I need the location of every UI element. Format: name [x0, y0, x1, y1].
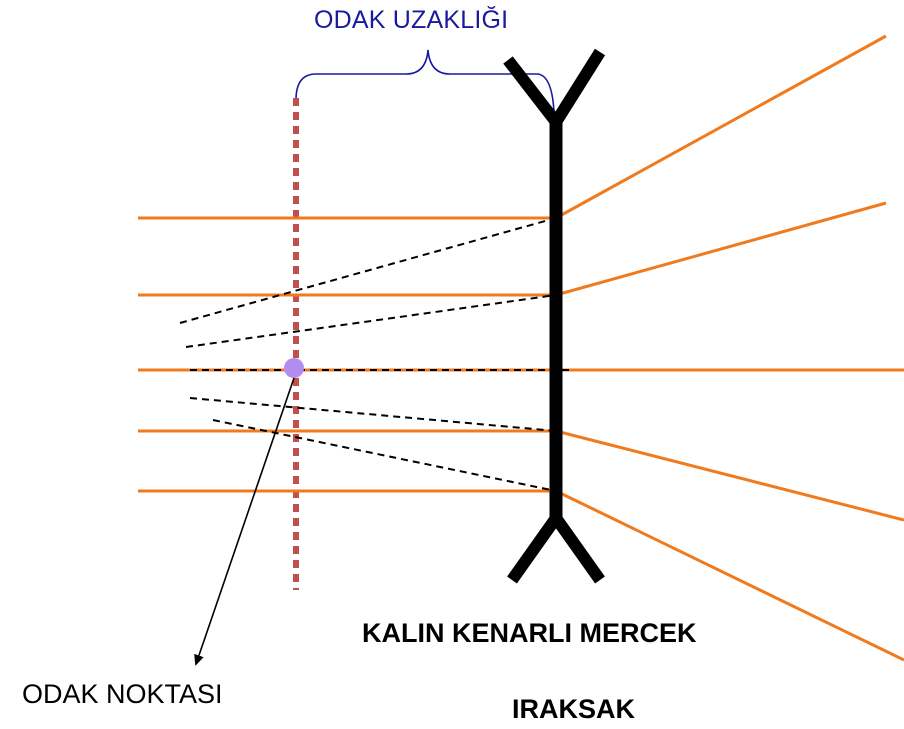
lens-type-label: IRAKSAK [512, 694, 636, 724]
virtual-ray-extensions [179, 217, 570, 492]
focal-point-arrow [194, 377, 295, 666]
virtual-ray-4 [189, 397, 557, 432]
virtual-ray-5 [212, 419, 557, 492]
focal-point-label: ODAK NOKTASI [22, 679, 223, 709]
focal-point-dot [284, 358, 304, 378]
refracted-ray-5 [555, 489, 904, 662]
lens-top-left-arm [503, 56, 561, 126]
incident-rays [138, 216, 556, 493]
lens-bottom-left-arm [507, 514, 561, 584]
refracted-ray-2 [555, 201, 887, 297]
lens-name-label: KALIN KENARLI MERCEK [362, 618, 697, 648]
focal-length-bracket [295, 49, 555, 113]
virtual-ray-2 [185, 294, 557, 348]
focal-length-label: ODAK UZAKLIĞI [314, 6, 509, 34]
lens-bottom-right-arm [551, 514, 605, 584]
lens-top-right-arm [550, 48, 606, 126]
refracted-rays [555, 34, 904, 662]
refracted-ray-4 [555, 429, 904, 522]
diverging-lens [503, 48, 606, 584]
virtual-ray-1 [179, 217, 557, 324]
refracted-ray-1 [555, 34, 887, 220]
